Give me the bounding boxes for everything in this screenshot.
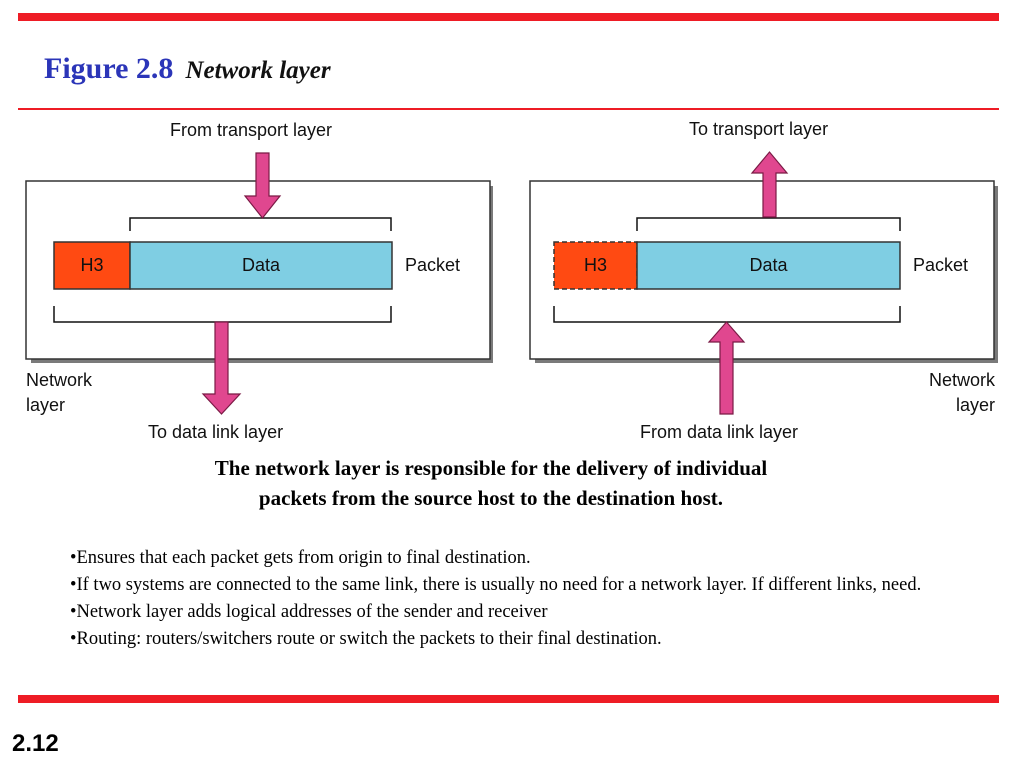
sender-bottom-label: To data link layer xyxy=(148,422,284,442)
sender-header-label: H3 xyxy=(80,255,104,275)
bullet-item: •If two systems are connected to the sam… xyxy=(70,575,922,595)
slide-number: 2.12 xyxy=(12,730,59,757)
bullet-item: •Ensures that each packet gets from orig… xyxy=(70,548,531,568)
sender-side-label-2: layer xyxy=(26,395,66,415)
figure-subtitle: Network layer xyxy=(185,57,331,84)
figure-number: Figure 2.8 xyxy=(44,52,174,85)
title-rule xyxy=(18,108,999,110)
receiver-side-label-1: Network xyxy=(928,370,995,390)
sender-data-block xyxy=(129,241,393,290)
receiver-header-label: H3 xyxy=(583,255,607,275)
receiver-arrow-from-datalink xyxy=(707,321,746,415)
sender-arrow-to-datalink xyxy=(201,321,242,415)
top-rule xyxy=(18,13,999,21)
sender-header-h3 xyxy=(53,241,131,290)
summary-text: The network layer is responsible for the… xyxy=(214,456,768,510)
network-layer-diagram xyxy=(25,151,998,415)
receiver-data-block xyxy=(636,241,901,290)
receiver-packet-label: Packet xyxy=(913,255,969,275)
slide-title: Figure 2.8 Network layer xyxy=(44,52,331,86)
bullet-item: •Network layer adds logical addresses of… xyxy=(70,602,548,622)
sender-top-bracket xyxy=(129,217,392,231)
sender-arrow-from-transport xyxy=(243,152,282,219)
receiver-arrow-to-transport xyxy=(750,151,789,218)
bullet-list: •Ensures that each packet gets from orig… xyxy=(70,545,970,653)
sender-data-label: Data xyxy=(241,255,281,275)
receiver-top-bracket xyxy=(636,217,901,231)
receiver-side-label-2: layer xyxy=(955,395,995,415)
receiver-data-label: Data xyxy=(749,255,788,275)
bottom-rule xyxy=(18,695,999,703)
sender-side-label-1: Network xyxy=(26,370,93,390)
receiver-bottom-label: From data link layer xyxy=(640,422,799,442)
sender-top-label: From transport layer xyxy=(170,120,333,140)
sender-packet-label: Packet xyxy=(405,255,461,275)
receiver-top-label: To transport layer xyxy=(689,119,829,139)
bullet-item: •Routing: routers/switchers route or swi… xyxy=(70,629,662,649)
